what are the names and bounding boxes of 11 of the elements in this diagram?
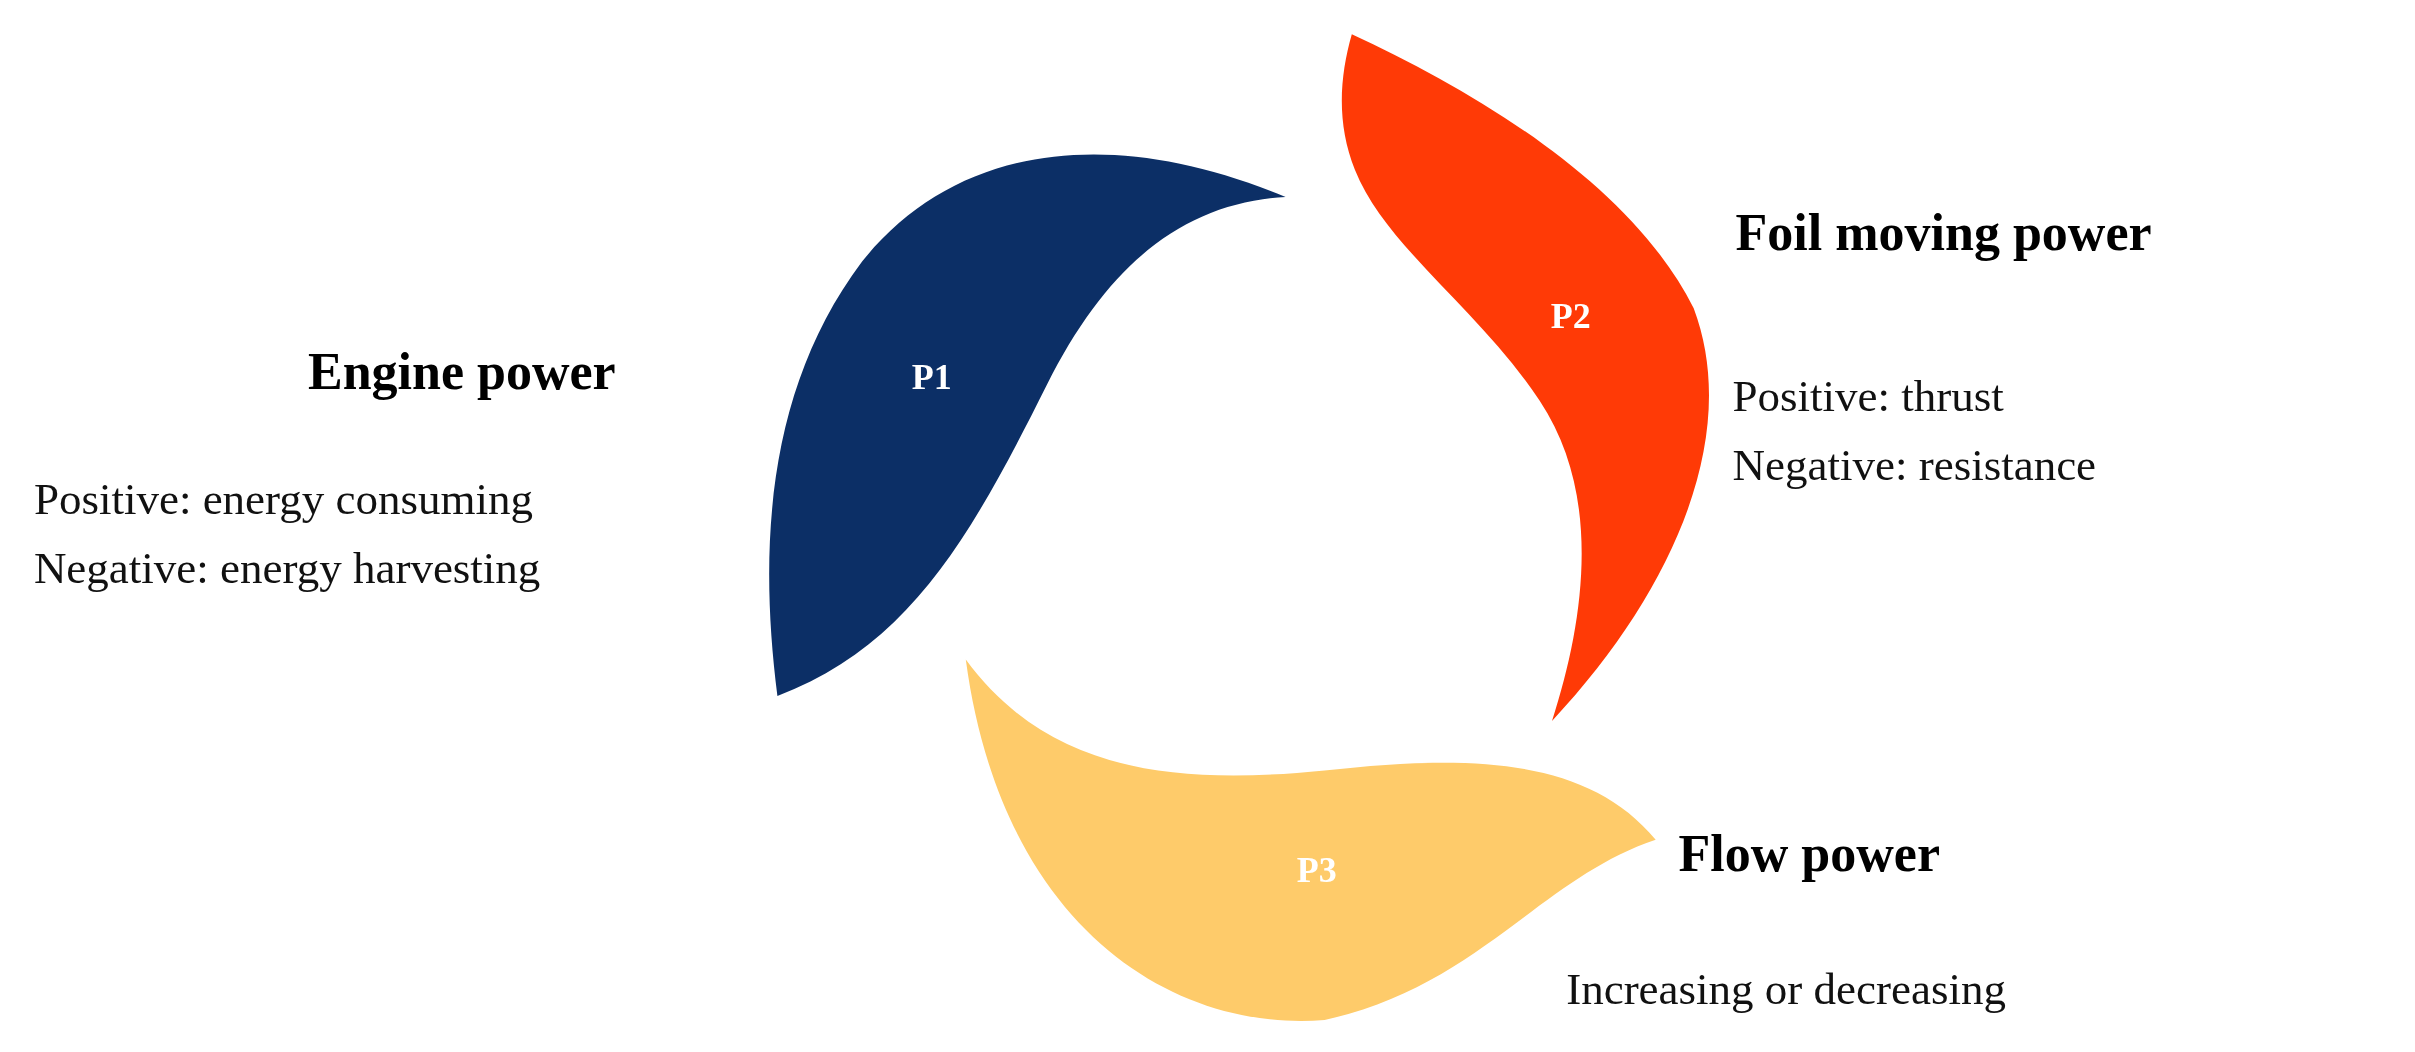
shape-label: P1 xyxy=(911,356,952,399)
description-text: Positive: energy consuming xyxy=(33,472,533,525)
heading: Engine power xyxy=(308,341,616,401)
description-text: Negative: resistance xyxy=(1732,438,2097,491)
shape-label: P2 xyxy=(1550,294,1591,337)
heading: Flow power xyxy=(1678,823,1940,883)
shape-label: P3 xyxy=(1296,849,1337,892)
description-text: Negative: energy harvesting xyxy=(33,542,541,595)
description-text: Positive: thrust xyxy=(1732,369,2004,422)
description-text: Increasing or decreasing xyxy=(1566,962,2006,1015)
heading: Foil moving power xyxy=(1735,203,2152,263)
